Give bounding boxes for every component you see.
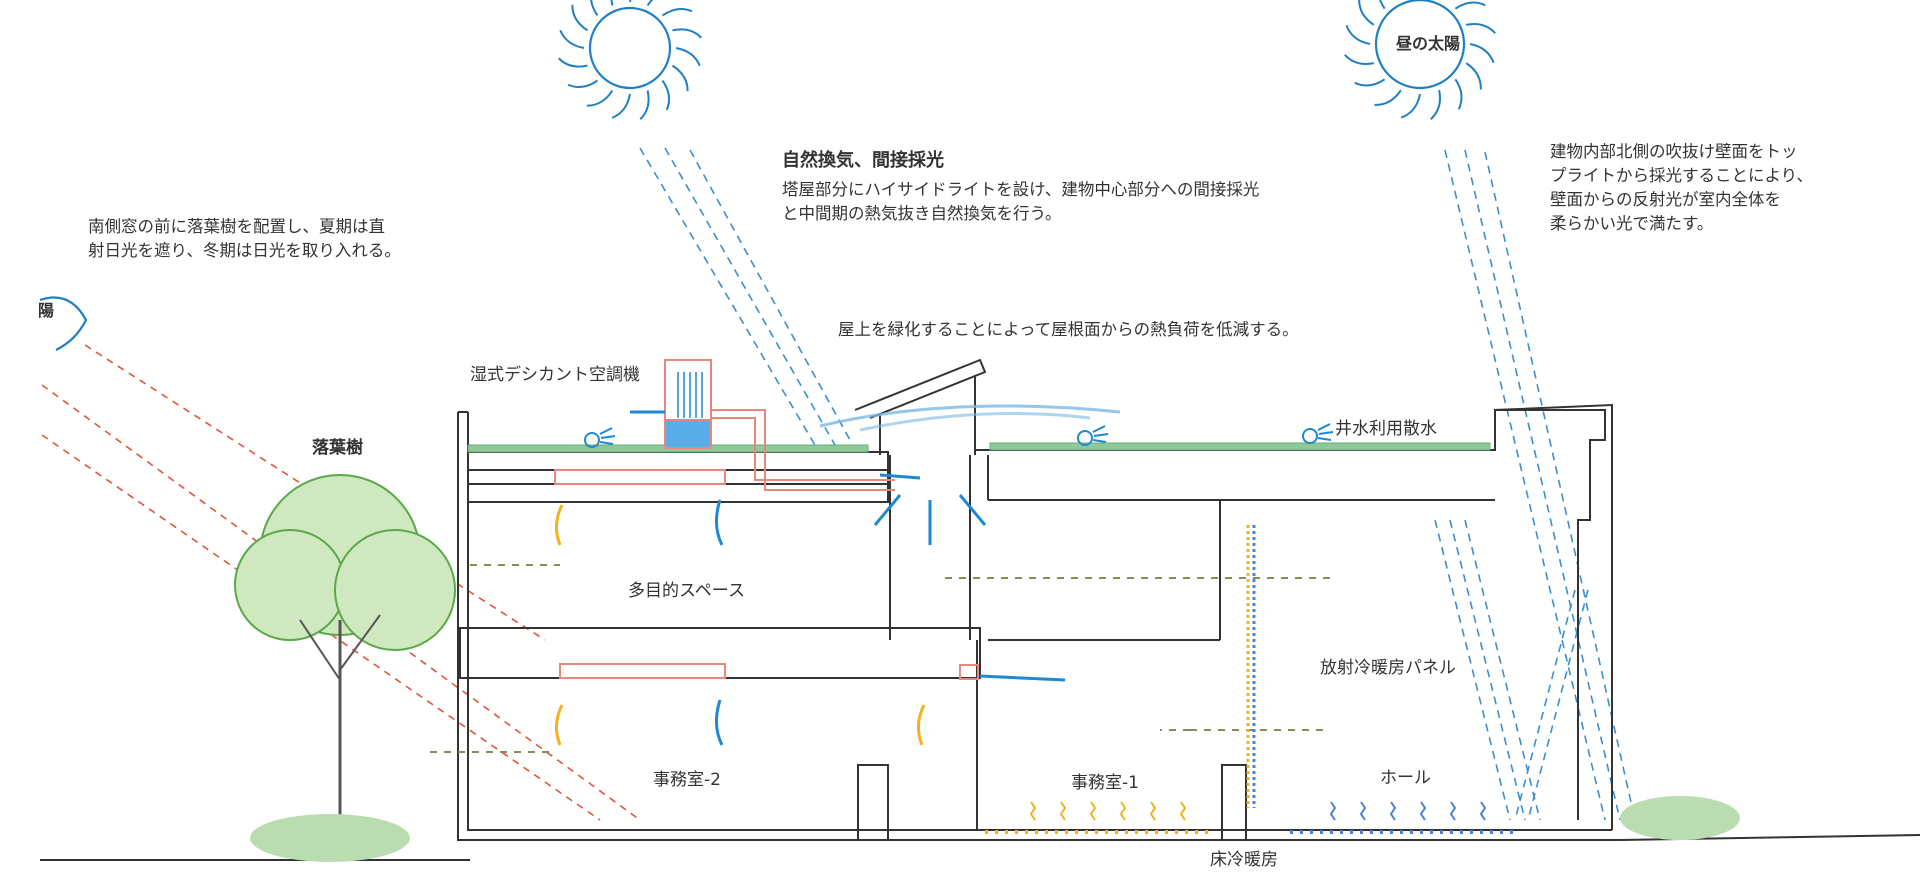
sun-flare	[559, 29, 585, 49]
well-water-label: 井水利用散水	[1335, 419, 1437, 439]
sun-flare	[590, 0, 599, 17]
natural-vent-line2: と中間期の熱気抜き自然換気を行う。	[782, 204, 1062, 223]
wind-flow	[819, 404, 1121, 432]
sun-flare	[675, 47, 701, 67]
left-sun-rays	[639, 147, 851, 446]
cool-air-arrows	[630, 410, 1066, 746]
sun-flare	[1379, 0, 1386, 10]
sun-flare	[611, 93, 631, 119]
toplight-line3: 壁面からの反射光が室内全体を	[1550, 190, 1781, 209]
sun-flare	[1454, 1, 1486, 10]
sun-flare	[671, 64, 689, 92]
sun-flare	[629, 0, 632, 3]
sun-flare	[1345, 24, 1371, 45]
radiant-panel-icon	[1246, 525, 1256, 808]
left-sun-icon	[588, 6, 672, 90]
radiant-panel-label: 放射冷暖房パネル	[1320, 658, 1456, 678]
sun-flare	[1430, 89, 1442, 120]
natural-vent-title: 自然換気、間接採光	[782, 150, 944, 171]
deciduous-line2: 射日光を遮り、冬期は日光を取り入れる。	[88, 241, 401, 260]
ceiling-duct-upper	[554, 469, 979, 680]
sun-flare	[1354, 78, 1386, 87]
office2-label: 事務室-2	[653, 770, 721, 790]
multipurpose-label: 多目的スペース	[628, 581, 745, 601]
sun-flare	[571, 4, 589, 32]
floor-heating-label: 床冷暖房	[1210, 850, 1278, 870]
deciduous-tree-icon	[234, 474, 1740, 862]
airflow-dashed	[430, 564, 1330, 753]
sun-flare	[639, 90, 650, 120]
sun-flare	[1344, 54, 1375, 66]
sun-flare	[1358, 0, 1375, 26]
toplight-line2: プライトから採光することにより、	[1550, 166, 1814, 185]
sun-flare	[661, 79, 671, 111]
noon-sun-label: 昼の太陽	[1396, 34, 1461, 53]
partial-sun-label: 陽	[38, 301, 55, 320]
floor-heating	[985, 801, 1520, 834]
desiccant-label: 湿式デシカント空調機	[470, 365, 640, 385]
sun-flare	[1400, 93, 1421, 119]
sun-flare	[567, 79, 599, 89]
partial-sun-icon	[39, 296, 88, 351]
sun-flare	[1465, 22, 1496, 34]
warm-air-arrows	[555, 504, 926, 746]
natural-vent-line1: 塔屋部分にハイサイドライトを設け、建物中心部分への間接採光	[782, 180, 1260, 199]
toplight-line1: 建物内部北側の吹抜け壁面をトッ	[1550, 142, 1798, 161]
desiccant-unit-icon	[664, 359, 895, 491]
sun-flare	[661, 7, 693, 17]
green-roof-note: 屋上を緑化することによって屋根面からの熱負荷を低減する。	[838, 320, 1299, 339]
sun-flare	[672, 28, 702, 39]
sun-flare	[586, 89, 614, 107]
sun-flare	[1374, 89, 1402, 106]
sun-flare	[610, 0, 614, 6]
sun-flare	[1454, 78, 1463, 110]
toplight-line4: 柔らかい光で満たす。	[1550, 214, 1714, 233]
sun-flare	[1469, 43, 1495, 64]
sun-flare	[1465, 62, 1482, 90]
sprinkler-icon	[584, 423, 1334, 448]
tree-label: 落葉樹	[312, 438, 363, 458]
right-sun-icon	[1374, 0, 1466, 90]
sun-flare	[558, 57, 588, 68]
office1-label: 事務室-1	[1071, 773, 1139, 793]
hall-label: ホール	[1380, 768, 1431, 788]
deciduous-line1: 南側窓の前に落葉樹を配置し、夏期は直	[88, 217, 385, 236]
sun-flare	[646, 0, 654, 7]
right-sun-rays	[1434, 149, 1636, 821]
